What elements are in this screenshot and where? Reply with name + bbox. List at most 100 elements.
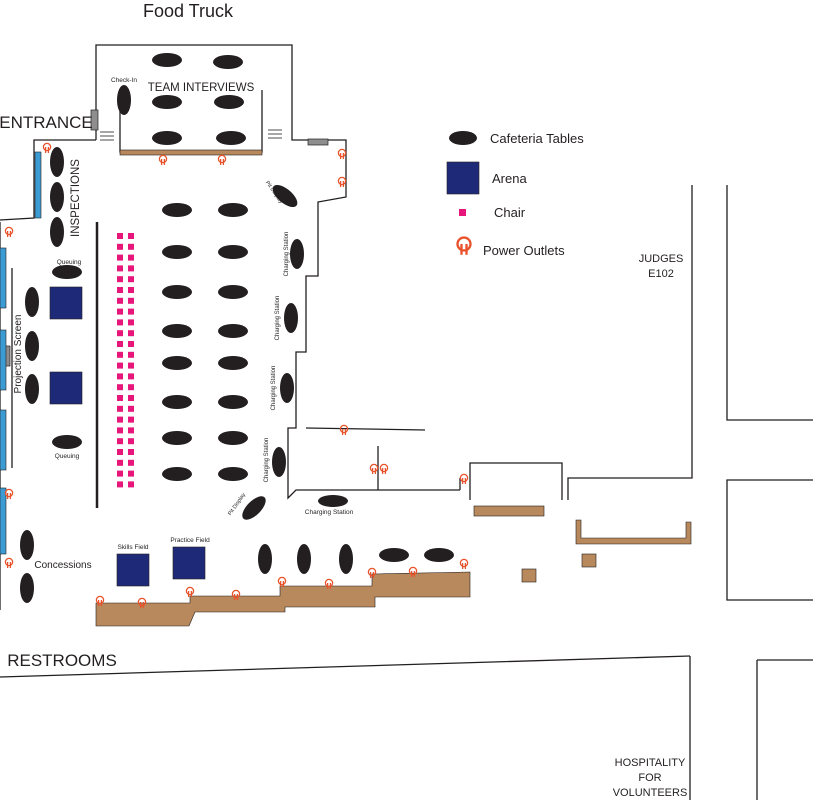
chair [128,459,134,466]
chair [117,362,123,369]
power-outlet-icon [324,578,334,589]
chair [117,341,123,347]
chair [117,459,123,466]
chair [128,362,134,369]
chair [128,276,134,283]
chair [117,427,123,434]
chair [128,438,134,445]
chair [117,265,123,272]
power-outlet-icon [459,473,469,484]
chair [117,287,123,293]
power-outlet-icon [277,576,287,587]
chair [128,330,134,337]
stair-marks [100,129,282,141]
power-outlet-icon [217,154,227,165]
chair [128,265,134,272]
power-outlet-icon [337,148,347,159]
label-charging-station-2: Charging Station [275,296,281,341]
arenas [49,286,206,587]
chair [128,233,134,239]
label-charging-station-4: Charging Station [264,438,270,483]
legend: Cafeteria Tables Arena Chair Power Outle… [446,131,584,258]
legend-arena-icon [446,161,480,195]
chair [117,373,123,380]
label-projection-screen: Projection Screen [13,315,24,394]
chair [117,276,123,283]
chair [128,395,134,401]
power-outlet-icon [42,142,52,153]
walls [0,44,813,800]
chair [117,330,123,337]
chair [117,470,123,477]
chair [128,308,134,315]
label-restrooms: RESTROOMS [7,651,117,670]
chair [128,427,134,434]
chair [117,351,123,358]
label-judges: JUDGES [639,253,684,265]
power-outlet-icon [408,566,418,577]
cafeteria-tables [20,53,454,603]
power-outlet-icon [369,463,379,474]
chair [117,384,123,391]
power-outlet-icon [4,488,14,499]
chair [117,297,123,304]
label-check-in: Check-In [111,77,137,84]
label-judges-room: E102 [648,268,674,280]
label-charging-station-5: Charging Station [305,509,354,516]
chair [128,297,134,304]
label-hospitality-for: FOR [638,772,661,784]
power-outlet-icon [185,586,195,597]
chair [128,449,134,455]
power-outlet-icon [4,226,14,237]
label-queuing-bottom: Queuing [55,453,80,460]
label-entrance: ENTRANCE [0,113,93,132]
chair [117,405,123,412]
counters [95,149,692,627]
chair [117,416,123,423]
legend-table-icon [449,131,477,145]
label-volunteers: VOLUNTEERS [613,787,688,799]
chair [128,319,134,326]
chair [128,254,134,261]
label-charging-station-1: Charging Station [284,232,290,277]
label-food-truck: Food Truck [143,1,234,21]
chair [128,351,134,358]
label-team-interviews: TEAM INTERVIEWS [148,82,255,94]
label-queuing-top: Queuing [57,259,82,266]
legend-power-outlets: Power Outlets [483,243,565,258]
label-concessions: Concessions [34,560,91,571]
chair [128,341,134,347]
chair [117,254,123,261]
chair [117,395,123,401]
label-hospitality: HOSPITALITY [615,757,686,769]
chair [128,481,134,488]
legend-arena: Arena [492,171,527,186]
power-outlets [4,142,469,608]
power-outlet-icon [459,558,469,569]
side-door [307,138,329,146]
label-inspections: INSPECTIONS [70,159,82,237]
chair [128,470,134,477]
label-charging-station-3: Charging Station [271,366,277,411]
power-outlet-icon [379,463,389,474]
chair [117,319,123,326]
chair [117,243,123,250]
power-outlet-icon [4,557,14,568]
power-outlet-icon [158,154,168,165]
legend-chair-icon [459,209,466,216]
chair [117,233,123,239]
power-outlet-icon [231,589,241,600]
chair [128,243,134,250]
screens [0,151,42,555]
chair [117,449,123,455]
legend-chair: Chair [494,205,526,220]
power-outlet-icon [337,176,347,187]
power-outlet-icon [456,236,472,255]
legend-outlet-icon [456,236,472,255]
chair [128,287,134,293]
power-outlet-icon [137,597,147,608]
entrance-door [90,109,99,131]
chairs [117,233,134,488]
chair [117,308,123,315]
